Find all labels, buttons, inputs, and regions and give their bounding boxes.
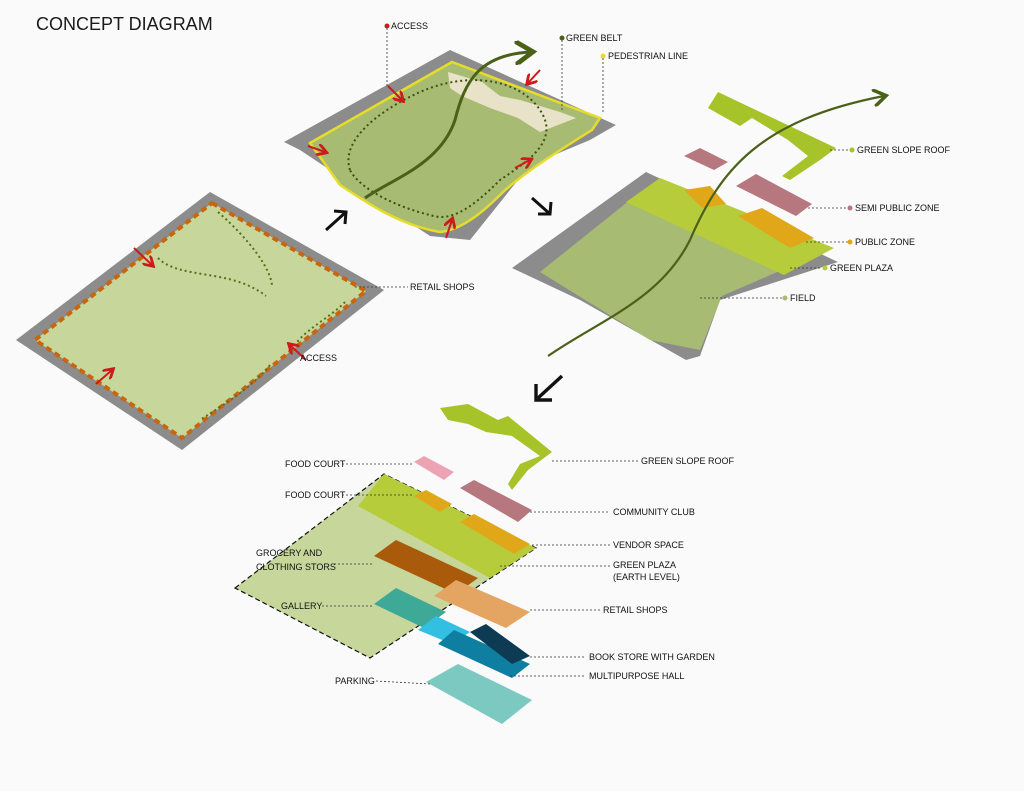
- stage1-site: RETAIL SHOPS ACCESS: [16, 192, 475, 450]
- stage2-green-belt-label: GREEN BELT: [566, 33, 623, 43]
- stage3-field: [540, 200, 800, 350]
- flow-arrow-3: [534, 374, 564, 402]
- stage2-access-arrow-3: [307, 146, 325, 152]
- stage4-hall-label: MULTIPURPOSE HALL: [589, 671, 684, 681]
- stage1-retail-label: RETAIL SHOPS: [410, 282, 475, 292]
- stage3-roof: [708, 92, 836, 180]
- stage4-retail: [434, 580, 530, 628]
- stage2-access-label: ACCESS: [391, 21, 428, 31]
- stage4-grocery: [374, 540, 478, 594]
- stage4-retail-label: RETAIL SHOPS: [603, 605, 668, 615]
- stage3-semi-public-2: [736, 174, 812, 216]
- stage2-flow-curve: [364, 52, 530, 200]
- stage1-green-path: [157, 211, 346, 421]
- stage3-public-zone-label: PUBLIC ZONE: [855, 237, 915, 247]
- stage4-grocery-label-2: CLOTHING STORS: [256, 562, 336, 572]
- stage4-community-club-label: COMMUNITY CLUB: [613, 507, 695, 517]
- stage2-site: ACCESS GREEN BELT PEDESTRIAN LINE: [284, 21, 688, 240]
- stage1-access-arrow-1: [133, 247, 152, 265]
- stage3-site: GREEN SLOPE ROOF SEMI PUBLIC ZONE PUBLIC…: [512, 92, 951, 360]
- stage3-green-plaza: [626, 178, 834, 275]
- stage2-pedestrian-dot: [600, 53, 606, 59]
- diagram-title: CONCEPT DIAGRAM: [36, 14, 213, 34]
- stage2-access-arrow-2: [528, 69, 541, 83]
- stage4-food-court-2-label: FOOD COURT: [285, 490, 346, 500]
- stage4-bookstore-label: BOOK STORE WITH GARDEN: [589, 652, 715, 662]
- stage4-site: FOOD COURT FOOD COURT GROCERY AND CLOTHI…: [233, 404, 735, 724]
- stage2-pedestrian-line: [308, 60, 602, 234]
- stage4-community-club: [460, 480, 532, 522]
- flow-arrow-1: [324, 209, 348, 232]
- stage4-green-plaza: [358, 474, 536, 578]
- stage2-green-belt-dot: [559, 35, 565, 41]
- stage3-field-label: FIELD: [790, 293, 816, 303]
- stage3-public-zone-1: [684, 186, 726, 208]
- stage3-semi-public-1: [684, 148, 728, 170]
- stage1-access-arrow-3: [95, 370, 112, 385]
- stage4-roof: [440, 404, 552, 490]
- stage2-access-arrow-1: [387, 85, 402, 100]
- stage4-roof-label: GREEN SLOPE ROOF: [641, 456, 735, 466]
- stage1-access-arrow-2: [290, 345, 307, 361]
- stage3-public-zone-2: [738, 208, 814, 248]
- stage2-access-dot: [384, 23, 390, 29]
- stage4-grocery-label-1: GROCERY AND: [256, 548, 323, 558]
- stage3-flow-curve: [547, 96, 884, 357]
- stage1-access-label: ACCESS: [300, 353, 337, 363]
- stage3-roof-label: GREEN SLOPE ROOF: [857, 145, 951, 155]
- stage4-vendor-space-label: VENDOR SPACE: [613, 540, 684, 550]
- stage4-food-court-pink: [414, 456, 454, 480]
- stage1-retail-dashline: [31, 200, 370, 441]
- flow-arrow-2: [531, 196, 553, 216]
- stage1-field: [35, 203, 366, 438]
- stage4-parking-label: PARKING: [335, 676, 375, 686]
- stage4-food-court-1-label: FOOD COURT: [285, 459, 346, 469]
- stage3-green-plaza-label: GREEN PLAZA: [830, 263, 893, 273]
- stage4-green-plaza-label-1: GREEN PLAZA: [613, 560, 676, 570]
- stage4-vendor-space: [460, 514, 530, 554]
- stage4-gallery: [374, 588, 446, 628]
- stage4-food-court-gold: [414, 490, 452, 512]
- stage3-semi-public-label: SEMI PUBLIC ZONE: [855, 203, 940, 213]
- stage2-access-arrow-5: [514, 160, 530, 168]
- stage2-pedestrian-label: PEDESTRIAN LINE: [608, 51, 688, 61]
- stage4-gallery-label: GALLERY: [281, 601, 322, 611]
- stage4-parking: [426, 664, 532, 724]
- stage2-building: [448, 72, 576, 132]
- stage2-access-arrow-4: [446, 220, 452, 239]
- stage4-bookstore: [438, 630, 530, 678]
- stage2-green-belt-loop: [347, 79, 548, 218]
- stage4-green-plaza-label-2: (EARTH LEVEL): [613, 572, 680, 582]
- stage4-bookstore-top: [470, 624, 530, 664]
